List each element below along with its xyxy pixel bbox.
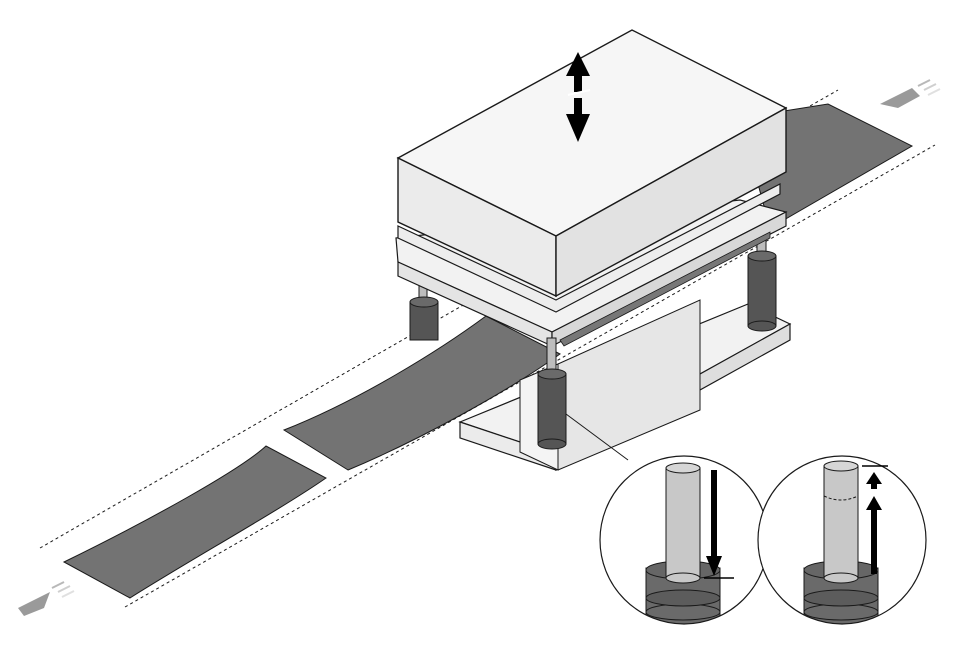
detail-leader-line [565, 413, 629, 461]
arrow-up-icon [862, 465, 888, 574]
feed-in-arrow-icon [880, 79, 941, 108]
feed-out-arrow-icon [18, 581, 75, 616]
stamped-part-near [282, 315, 561, 471]
detail-view-down [599, 455, 769, 625]
double-arrow-up-down-icon [566, 52, 591, 142]
upper-ram-block [396, 29, 788, 298]
detail-circle-up [757, 455, 927, 625]
guide-pillar-front [537, 337, 567, 450]
stamped-part-far [62, 445, 327, 599]
detail-view-up [757, 455, 927, 625]
middle-plate [397, 183, 781, 313]
arrow-down-icon [704, 470, 734, 579]
